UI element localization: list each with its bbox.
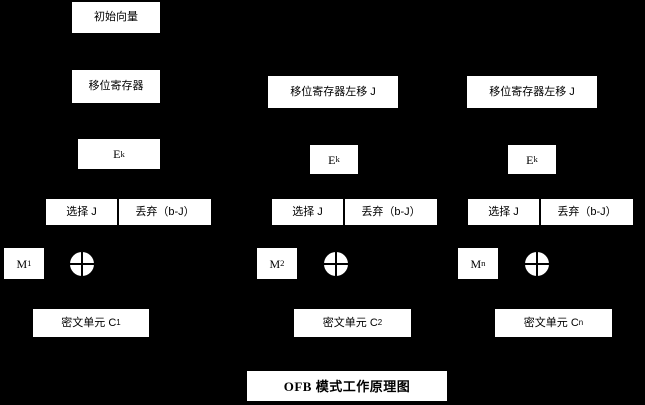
encrypt-subscript-1: k — [120, 148, 125, 159]
discard-box-3: 丢弃（b-J） — [541, 199, 633, 225]
shift-register-box-1: 移位寄存器 — [72, 70, 160, 103]
ciphertext-subscript-3: n — [578, 318, 584, 328]
encrypt-label-2: E — [328, 152, 336, 167]
discard-label-3: 丢弃（b-J） — [557, 205, 617, 218]
discard-box-1: 丢弃（b-J） — [119, 199, 211, 225]
discard-box-2: 丢弃（b-J） — [345, 199, 437, 225]
plaintext-subscript-2: 2 — [280, 258, 285, 269]
discard-label-1: 丢弃（b-J） — [135, 205, 195, 218]
shift-register-label-2: 移位寄存器左移 J — [290, 85, 376, 98]
encrypt-label-1: E — [113, 147, 121, 161]
encrypt-subscript-3: k — [533, 154, 538, 165]
initial-vector-label: 初始向量 — [94, 11, 138, 23]
shift-register-label-3: 移位寄存器左移 J — [489, 85, 575, 98]
plaintext-subscript-3: n — [481, 258, 486, 269]
xor-icon-3 — [525, 252, 549, 276]
select-box-3: 选择 J — [468, 199, 539, 225]
select-label-3: 选择 J — [488, 205, 519, 218]
plaintext-label-2: M — [269, 256, 281, 271]
encrypt-label-3: E — [526, 152, 534, 167]
xor-vertical-bar — [536, 252, 538, 276]
shift-register-box-2: 移位寄存器左移 J — [268, 76, 398, 108]
encrypt-subscript-2: k — [335, 154, 340, 165]
plaintext-subscript-1: 1 — [27, 258, 32, 269]
ciphertext-subscript-2: 2 — [377, 318, 383, 328]
discard-label-2: 丢弃（b-J） — [361, 205, 421, 218]
xor-icon-1 — [70, 252, 94, 276]
ciphertext-label-2: 密文单元 C — [322, 316, 378, 329]
plaintext-label-1: M — [16, 256, 28, 271]
diagram-title-label: OFB 模式工作原理图 — [283, 378, 411, 394]
initial-vector-box: 初始向量 — [72, 2, 160, 33]
select-label-2: 选择 J — [292, 205, 323, 218]
diagram-title: OFB 模式工作原理图 — [247, 371, 447, 401]
select-box-2: 选择 J — [272, 199, 343, 225]
ciphertext-label-1: 密文单元 C — [61, 316, 117, 329]
xor-vertical-bar — [81, 252, 83, 276]
select-box-1: 选择 J — [46, 199, 117, 225]
ciphertext-label-3: 密文单元 C — [523, 316, 579, 329]
select-label-1: 选择 J — [66, 205, 97, 218]
plaintext-label-3: M — [470, 256, 482, 271]
shift-register-label-1: 移位寄存器 — [88, 80, 144, 92]
xor-icon-2 — [324, 252, 348, 276]
shift-register-box-3: 移位寄存器左移 J — [467, 76, 597, 108]
ciphertext-subscript-1: 1 — [116, 318, 121, 328]
xor-vertical-bar — [335, 252, 337, 276]
